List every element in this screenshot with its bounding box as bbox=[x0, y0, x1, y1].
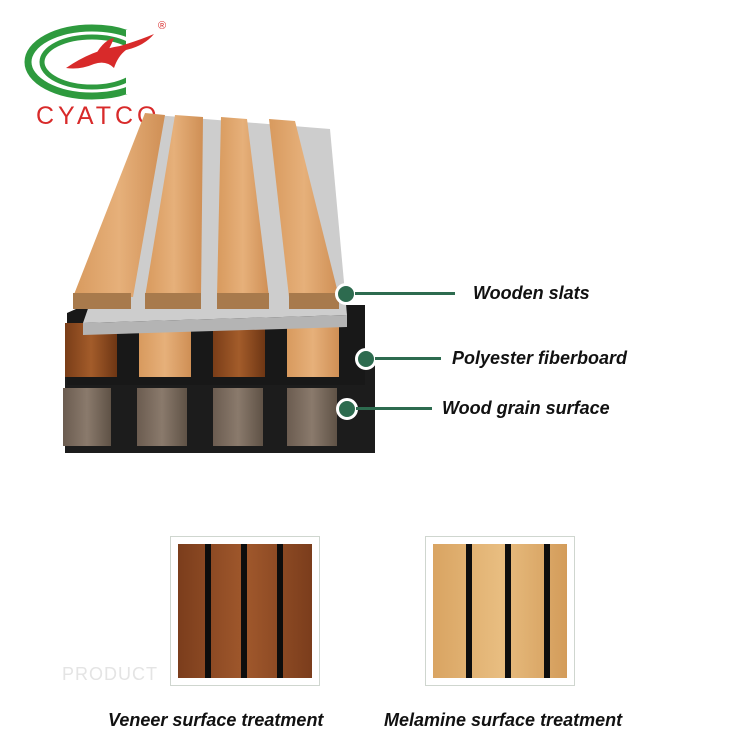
slat bbox=[73, 113, 165, 297]
veneer-sample bbox=[170, 536, 320, 686]
cyatco-logo-icon bbox=[24, 24, 166, 100]
slat bbox=[213, 388, 263, 446]
slat bbox=[63, 388, 111, 446]
watermark-text: PRODUCT bbox=[62, 664, 158, 684]
layer-wooden-slats bbox=[73, 113, 347, 335]
brand-logo: ® CYATCO bbox=[22, 20, 172, 130]
slat-end bbox=[289, 293, 339, 309]
label-polyester-fiberboard: Polyester fiberboard bbox=[452, 348, 628, 368]
slat bbox=[217, 117, 269, 297]
slat bbox=[145, 115, 203, 297]
melamine-swatch-icon bbox=[433, 544, 567, 678]
slat bbox=[269, 119, 339, 297]
registered-mark: ® bbox=[158, 20, 167, 32]
veneer-caption: Veneer surface treatment bbox=[108, 710, 324, 730]
melamine-caption: Melamine surface treatment bbox=[384, 710, 623, 730]
callout-line bbox=[356, 407, 432, 410]
callout-dot bbox=[336, 398, 358, 420]
slat bbox=[213, 323, 265, 377]
callout-line bbox=[355, 292, 455, 295]
slat-end bbox=[217, 293, 269, 309]
veneer-swatch-icon bbox=[178, 544, 312, 678]
label-wood-grain-surface: Wood grain surface bbox=[442, 398, 610, 418]
panel-layer-stack bbox=[63, 113, 375, 453]
label-wooden-slats: Wooden slats bbox=[473, 283, 590, 303]
slat bbox=[287, 388, 337, 446]
slat-end bbox=[73, 293, 131, 309]
melamine-sample bbox=[425, 536, 575, 686]
callout-dot bbox=[355, 348, 377, 370]
slat bbox=[137, 388, 187, 446]
slat bbox=[287, 323, 339, 377]
brand-name: CYATCO bbox=[36, 102, 161, 130]
slat-end bbox=[145, 293, 201, 309]
callout-dot bbox=[335, 283, 357, 305]
callout-line bbox=[375, 357, 441, 360]
